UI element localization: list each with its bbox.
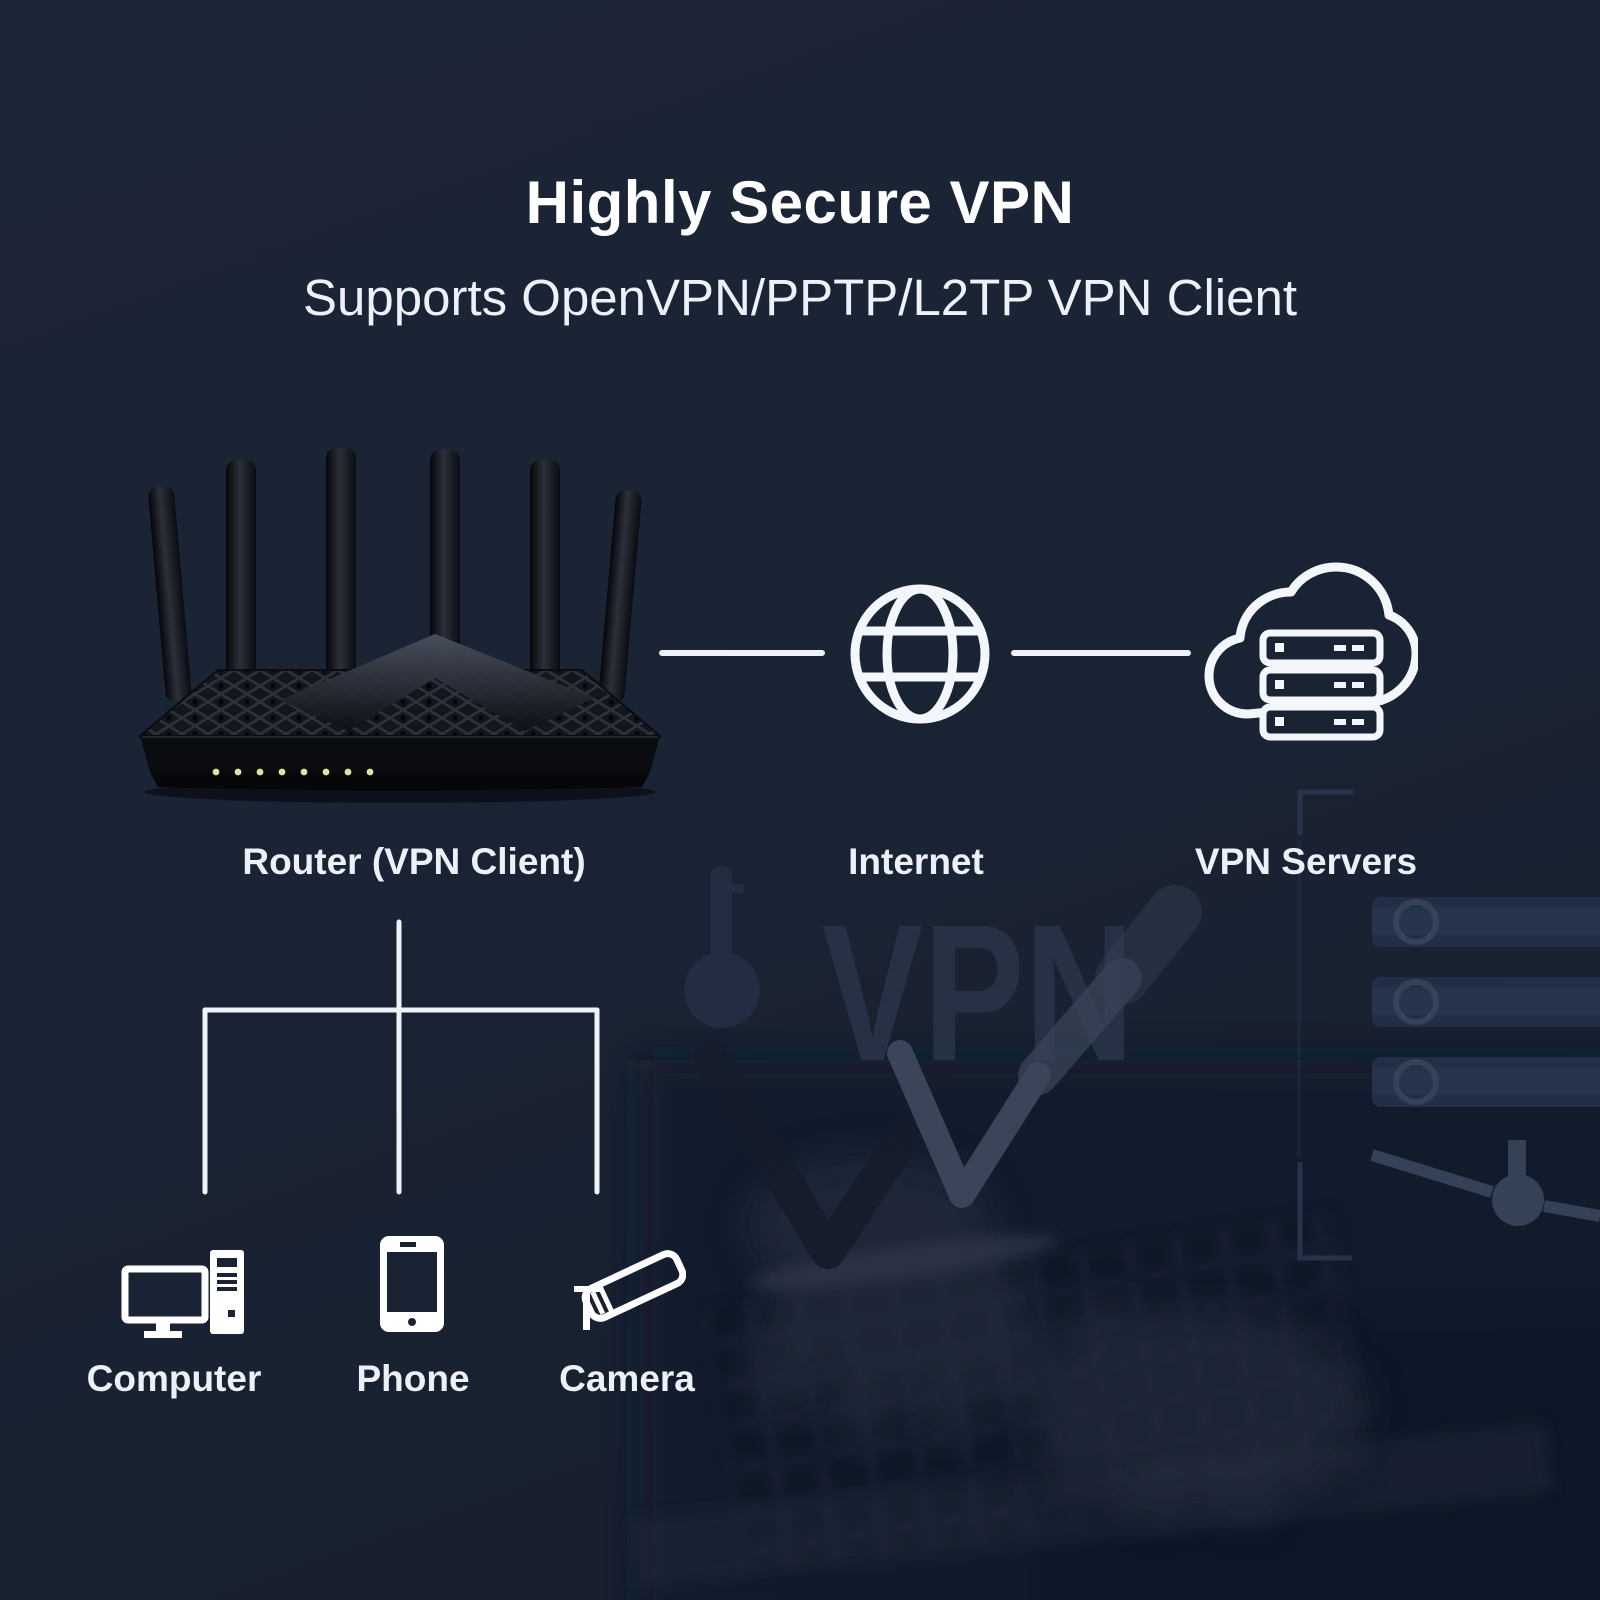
cloud-outline xyxy=(1204,562,1418,719)
shield-band-upper xyxy=(1095,885,1202,1005)
keyboard-photo xyxy=(702,1210,1377,1578)
router-image xyxy=(137,448,663,803)
internet-label: Internet xyxy=(848,841,984,882)
circuit-line xyxy=(1370,1149,1494,1198)
vpn-watermark-text: VPN xyxy=(822,885,1135,1102)
shield-light-check xyxy=(887,1040,1051,1208)
laptop-edge xyxy=(629,1422,1553,1589)
corner-bracket-bottom xyxy=(1297,1162,1352,1261)
hands-photo xyxy=(745,1155,1365,1523)
camera-icon xyxy=(574,1250,686,1330)
shield-dark-check xyxy=(693,1041,955,1269)
computer-icon xyxy=(121,1250,244,1338)
router-led-strip xyxy=(212,768,374,776)
router-front-face xyxy=(140,736,660,772)
shield-band xyxy=(1018,958,1142,1095)
photo-shadow-region xyxy=(640,1060,1600,1600)
router-antennas xyxy=(148,448,642,703)
camera-label: Camera xyxy=(559,1358,695,1399)
vpn-shield-watermark: VPN xyxy=(684,866,1202,1269)
phone-icon xyxy=(380,1236,444,1332)
router-label: Router (VPN Client) xyxy=(242,841,586,882)
corner-bracket-top xyxy=(1297,789,1353,835)
lan-tree-lines xyxy=(202,919,600,1195)
page-title: Highly Secure VPN xyxy=(525,169,1075,236)
computer-label: Computer xyxy=(86,1358,262,1399)
cloud-servers-icon xyxy=(1204,562,1418,741)
router-gloss-wedge xyxy=(280,634,595,731)
phone-label: Phone xyxy=(356,1358,470,1399)
server-stack xyxy=(1259,629,1384,741)
router-base xyxy=(150,772,650,791)
vpn-servers-label: VPN Servers xyxy=(1194,841,1418,882)
page-subtitle: Supports OpenVPN/PPTP/L2TP VPN Client xyxy=(302,269,1298,326)
globe-icon xyxy=(850,584,990,724)
key-icon xyxy=(684,866,760,1028)
finger-highlight xyxy=(751,1235,1059,1289)
